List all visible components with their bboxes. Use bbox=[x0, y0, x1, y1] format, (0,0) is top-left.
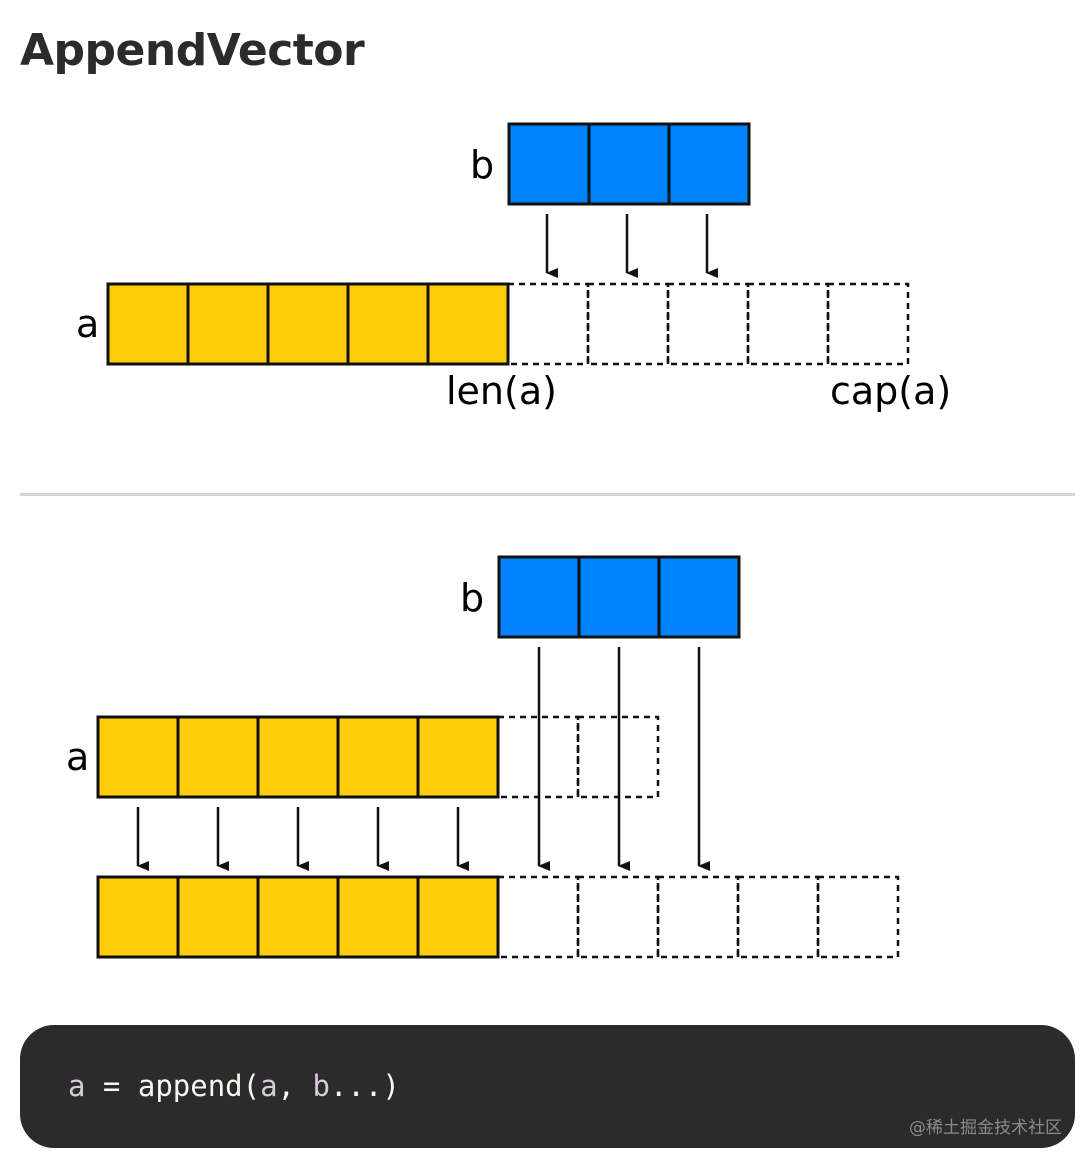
result-capacity-cell bbox=[816, 875, 900, 959]
code-arg-a: a bbox=[260, 1069, 278, 1103]
label-len: len(a) bbox=[446, 369, 557, 413]
code-assign: = bbox=[85, 1069, 138, 1103]
result-cell bbox=[336, 875, 420, 959]
cells-group-bottom bbox=[96, 555, 900, 959]
slice-a-cell bbox=[416, 715, 500, 799]
capacity-cell bbox=[826, 282, 910, 366]
slice-a-cell bbox=[266, 282, 350, 366]
slice-a-cell bbox=[336, 715, 420, 799]
slice-b-cell bbox=[667, 122, 751, 206]
code-func: append( bbox=[137, 1069, 261, 1103]
label-cap: cap(a) bbox=[830, 369, 951, 413]
result-cell bbox=[256, 875, 340, 959]
slice-a-cell bbox=[426, 282, 510, 366]
code-arg-b: b bbox=[312, 1069, 330, 1103]
label-b: b bbox=[470, 143, 494, 187]
result-capacity-cell bbox=[736, 875, 820, 959]
result-capacity-cell bbox=[576, 875, 660, 959]
code-line: a = append(a, b...) bbox=[68, 1066, 400, 1106]
result-cell bbox=[416, 875, 500, 959]
slice-b-cell bbox=[577, 555, 661, 639]
slice-a-cell bbox=[96, 715, 180, 799]
slice-a-cell bbox=[256, 715, 340, 799]
page-title: AppendVector bbox=[20, 25, 365, 76]
result-cell bbox=[96, 875, 180, 959]
section-divider bbox=[20, 493, 1075, 496]
label-b: b bbox=[460, 576, 484, 620]
code-var-a: a bbox=[68, 1069, 86, 1103]
capacity-cell bbox=[746, 282, 830, 366]
cells-group-top bbox=[106, 122, 910, 366]
slice-b-cell bbox=[657, 555, 741, 639]
capacity-cell bbox=[666, 282, 750, 366]
slice-a-cell bbox=[106, 282, 190, 366]
code-rest: ...) bbox=[329, 1069, 400, 1103]
watermark: @稀土掘金技术社区 bbox=[909, 1118, 1062, 1138]
capacity-cell bbox=[506, 282, 590, 366]
slice-b-cell bbox=[587, 122, 671, 206]
label-a: a bbox=[76, 302, 99, 346]
append-diagram-before: b a len(a) cap(a) bbox=[76, 122, 951, 413]
capacity-cell bbox=[586, 282, 670, 366]
append-diagram-after: b a bbox=[66, 555, 900, 959]
code-block: a = append(a, b...) bbox=[20, 1025, 1075, 1148]
code-sep: , bbox=[277, 1069, 313, 1103]
result-capacity-cell bbox=[496, 875, 580, 959]
slice-b-cell bbox=[497, 555, 581, 639]
result-cell bbox=[176, 875, 260, 959]
slice-a-cell bbox=[176, 715, 260, 799]
result-capacity-cell bbox=[656, 875, 740, 959]
label-a: a bbox=[66, 735, 89, 779]
